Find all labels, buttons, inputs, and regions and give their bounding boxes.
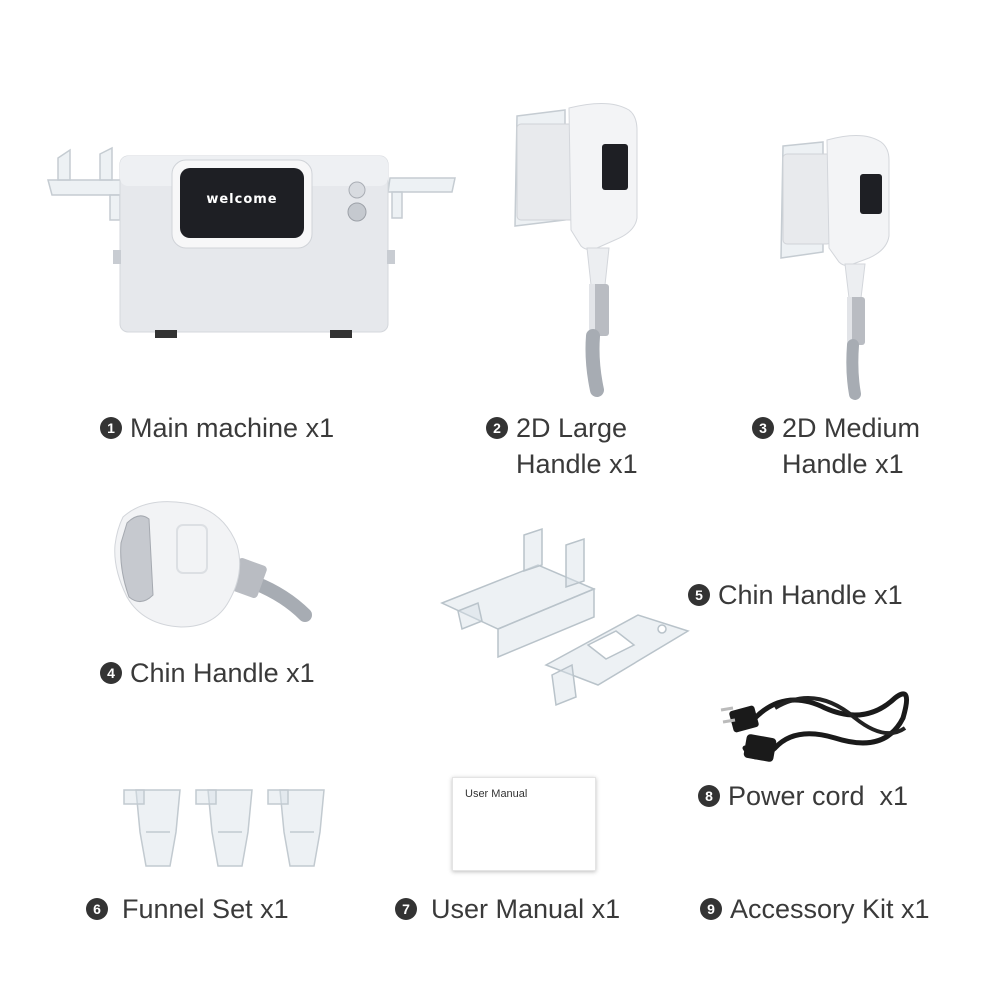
manual-cover-title: User Manual	[465, 788, 528, 800]
item-9-number-badge: 9	[700, 898, 722, 920]
medium-handle-image	[780, 135, 890, 400]
item-2-text-line-2: Handle x1	[516, 449, 638, 479]
item-8-number-badge: 8	[698, 785, 720, 807]
screen-welcome-text: welcome	[206, 192, 277, 207]
item-9-label: 9 Accessory Kit x1	[700, 891, 930, 927]
main-machine-image: welcome	[47, 146, 456, 338]
item-6-text: Funnel Set x1	[122, 894, 289, 924]
item-4-number-badge: 4	[100, 662, 122, 684]
item-5-number-badge: 5	[688, 584, 710, 606]
large-handle-image	[514, 103, 638, 397]
item-5-label: 5 Chin Handle x1	[688, 577, 903, 613]
item-3-number-badge: 3	[752, 417, 774, 439]
item-1-text: Main machine x1	[130, 413, 335, 443]
item-6-label: 6 Funnel Set x1	[86, 891, 289, 927]
item-4-text: Chin Handle x1	[130, 658, 315, 688]
item-7-number-badge: 7	[395, 898, 417, 920]
item-3-text-line-2: Handle x1	[782, 449, 904, 479]
power-cord-image	[720, 691, 910, 762]
item-8-label: 8 Power cord x1	[698, 778, 908, 814]
item-1-number-badge: 1	[100, 417, 122, 439]
user-manual-image: User Manual	[452, 777, 596, 871]
item-3-text-line-1: 2D Medium	[782, 413, 921, 443]
acrylic-chin-handle-image	[440, 527, 690, 707]
item-3-label: 3 2D Medium Handle x1	[752, 410, 920, 482]
item-4-label: 4 Chin Handle x1	[100, 655, 315, 691]
item-5-text: Chin Handle x1	[718, 580, 903, 610]
item-9-text: Accessory Kit x1	[730, 894, 930, 924]
item-2-number-badge: 2	[486, 417, 508, 439]
item-2-label: 2 2D Large Handle x1	[486, 410, 638, 482]
item-8-text: Power cord x1	[728, 781, 909, 811]
item-7-label: 7 User Manual x1	[395, 891, 620, 927]
item-2-text-line-1: 2D Large	[516, 413, 628, 443]
funnel-set-image	[123, 789, 325, 867]
item-1-label: 1 Main machine x1	[100, 410, 334, 446]
chin-handle-image	[114, 501, 312, 628]
item-6-number-badge: 6	[86, 898, 108, 920]
item-7-text: User Manual x1	[431, 894, 621, 924]
